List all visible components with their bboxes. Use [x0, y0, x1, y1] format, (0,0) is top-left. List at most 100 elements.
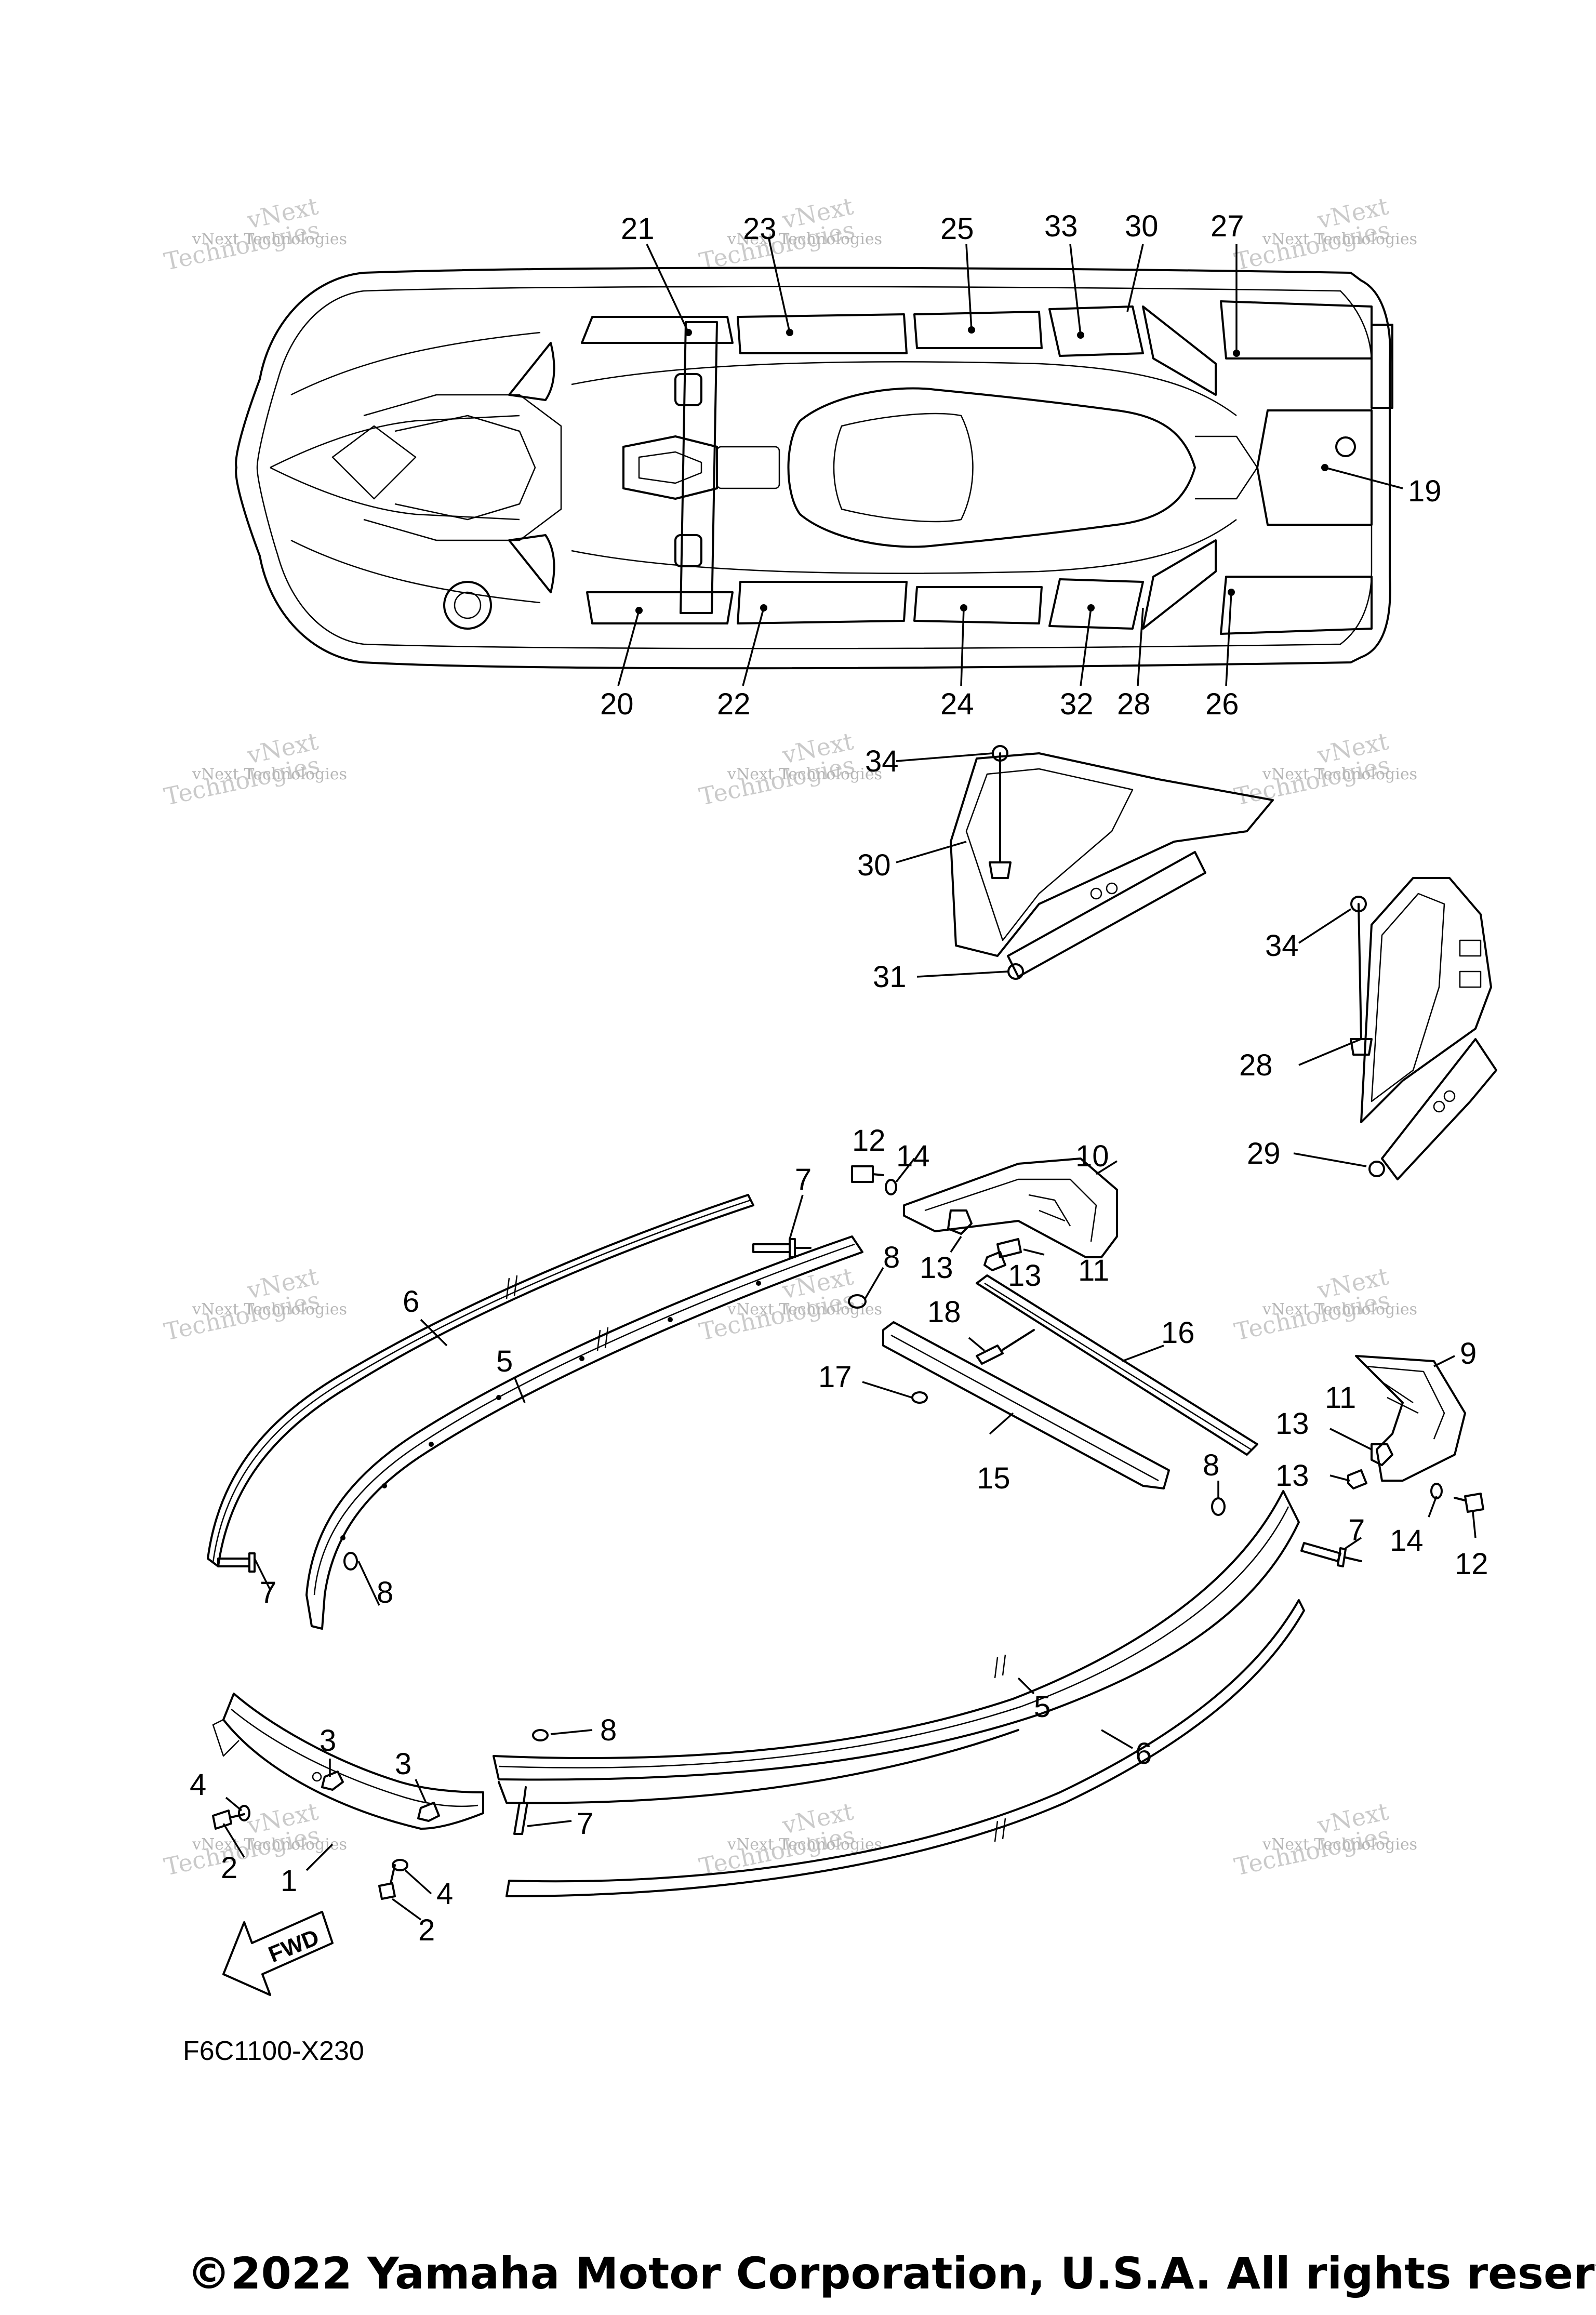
callout-12-a: 12: [852, 1124, 886, 1158]
callout-17: 17: [818, 1360, 852, 1394]
rear-step: [1371, 324, 1393, 409]
top-callouts: 21 23 25 33 30 27 19 20 22 24 32 28 26: [600, 209, 1442, 721]
mat-22: [737, 581, 908, 624]
mat-30: [1142, 305, 1217, 396]
callout-29: 29: [1247, 1137, 1281, 1170]
watermark: vNext Technologies vNext Technologies: [1232, 192, 1417, 276]
callout-32: 32: [1060, 687, 1094, 721]
callout-30-b: 30: [857, 848, 891, 882]
rear-bracket-10-assembly: 12 14 10 13 13 11: [851, 1124, 1118, 1293]
callout-7-b: 7: [260, 1576, 276, 1609]
watermark: vNext Technologies vNext Technologies: [162, 727, 347, 811]
handlebar: [680, 321, 718, 614]
svg-text:Technologies: Technologies: [1232, 1286, 1392, 1346]
callout-4-a: 4: [190, 1768, 206, 1802]
callout-4-b: 4: [436, 1877, 453, 1911]
svg-text:vNext Technologies: vNext Technologies: [727, 765, 882, 783]
callout-13-d: 13: [1275, 1459, 1309, 1493]
left-gunwale-assembly: 6 5 7 8 7 8: [207, 1163, 900, 1630]
callout-5-a: 5: [496, 1345, 513, 1378]
mat-32: [1048, 578, 1144, 630]
deck-panel-28-assembly: 34 28 29: [1239, 877, 1497, 1180]
svg-text:Technologies: Technologies: [1232, 1821, 1392, 1881]
right-mirror: [508, 534, 555, 593]
mat-23: [737, 313, 908, 354]
callout-2-b: 2: [418, 1913, 435, 1947]
callout-6-a: 6: [403, 1285, 419, 1319]
callout-26: 26: [1205, 687, 1239, 721]
mat-25: [913, 311, 1043, 349]
callout-7-d: 7: [1348, 1513, 1365, 1547]
callout-13-c: 13: [1275, 1407, 1309, 1441]
callout-8-a: 8: [883, 1241, 900, 1274]
seat: [787, 387, 1196, 548]
svg-text:vNext Technologies: vNext Technologies: [727, 1300, 882, 1319]
svg-text:vNext Technologies: vNext Technologies: [192, 230, 347, 248]
callout-3-a: 3: [320, 1724, 336, 1758]
callout-14-a: 14: [896, 1139, 930, 1173]
callout-5-b: 5: [1034, 1690, 1050, 1724]
callout-2-a: 2: [221, 1851, 237, 1885]
bow-piece-assembly: 3 3 4 2 1 4 2: [190, 1693, 484, 1947]
watercraft-top-view: [235, 267, 1393, 670]
svg-text:Technologies: Technologies: [162, 751, 322, 811]
svg-text:vNext Technologies: vNext Technologies: [192, 765, 347, 783]
callout-25: 25: [940, 212, 974, 246]
svg-text:vNext Technologies: vNext Technologies: [727, 230, 882, 248]
callout-24: 24: [940, 687, 974, 721]
svg-text:vNext Technologies: vNext Technologies: [192, 1835, 347, 1854]
callout-1: 1: [281, 1864, 297, 1898]
mat-33: [1048, 305, 1144, 357]
fuel-cap: [443, 581, 492, 630]
callout-30: 30: [1125, 209, 1159, 243]
callout-12-b: 12: [1455, 1547, 1488, 1581]
fwd-arrow-icon: FWD: [222, 1911, 334, 1996]
svg-text:Technologies: Technologies: [162, 1821, 322, 1881]
callout-6-b: 6: [1135, 1737, 1152, 1771]
mat-20: [586, 591, 734, 624]
part-code: F6C1100-X230: [183, 2036, 364, 2066]
rear-bracket-9-assembly: 9 11 13 13 14 12: [1275, 1337, 1488, 1581]
hull-outline: [235, 267, 1391, 670]
watermark: vNext Technologies vNext Technologies: [162, 1262, 347, 1346]
deck-panel-30-assembly: 34 30 31: [857, 744, 1274, 994]
callout-11-a: 11: [1078, 1254, 1109, 1287]
watermark: vNext Technologies vNext Technologies: [697, 192, 882, 276]
callout-15: 15: [977, 1461, 1010, 1495]
mat-26: [1220, 576, 1373, 635]
svg-text:Technologies: Technologies: [1232, 751, 1392, 811]
svg-text:Technologies: Technologies: [162, 216, 322, 276]
callout-16: 16: [1161, 1316, 1195, 1350]
svg-text:vNext Technologies: vNext Technologies: [192, 1300, 347, 1319]
callout-22: 22: [717, 687, 751, 721]
callout-21: 21: [621, 212, 655, 246]
callout-3-b: 3: [395, 1747, 411, 1781]
callout-20: 20: [600, 687, 634, 721]
callout-8-b: 8: [377, 1576, 393, 1609]
svg-text:Technologies: Technologies: [162, 1286, 322, 1346]
callout-34-b: 34: [1265, 929, 1299, 963]
callout-28: 28: [1117, 687, 1151, 721]
callout-13-a: 13: [920, 1251, 953, 1285]
mat-28: [1142, 539, 1217, 630]
mat-21: [581, 316, 734, 344]
svg-text:vNext Technologies: vNext Technologies: [1262, 230, 1417, 248]
callout-33: 33: [1044, 209, 1078, 243]
watermark: vNext Technologies vNext Technologies: [697, 727, 882, 811]
svg-text:Technologies: Technologies: [697, 216, 857, 276]
watermark: vNext Technologies vNext Technologies: [1232, 1262, 1417, 1346]
svg-text:vNext Technologies: vNext Technologies: [1262, 1835, 1417, 1854]
callout-7-a: 7: [795, 1163, 812, 1196]
mat-27: [1220, 300, 1373, 360]
mat-24: [913, 586, 1043, 624]
svg-text:vNext Technologies: vNext Technologies: [727, 1835, 882, 1854]
callout-27: 27: [1211, 209, 1244, 243]
callout-11-b: 11: [1325, 1381, 1356, 1415]
watermark: vNext Technologies vNext Technologies: [162, 1797, 347, 1881]
callout-8-d: 8: [1203, 1448, 1219, 1482]
right-gunwale-assembly: 8 7 5 6 7 8: [493, 1448, 1365, 1897]
callout-34-a: 34: [865, 744, 899, 778]
callout-8-c: 8: [600, 1713, 617, 1747]
watermark: vNext Technologies vNext Technologies: [162, 192, 347, 276]
